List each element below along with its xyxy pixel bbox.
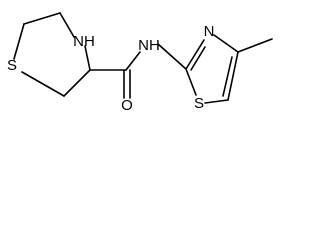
atom-n-thiazole: N: [204, 23, 215, 40]
bond-s1-c2: [13, 23, 25, 60]
bond-c5-s1: [204, 99, 229, 104]
bond-c5-s1: [21, 71, 65, 97]
bond-c2-n3-outer: [185, 39, 205, 70]
chemical-structure-diagram: S NH NH O N S: [7, 12, 273, 114]
bond-c4-c5-inner: [222, 56, 233, 97]
carboxamide-group: [89, 43, 187, 99]
atom-nh-thiazolidine: NH: [73, 33, 95, 50]
atom-s-thiazolidine: S: [7, 57, 17, 74]
atom-s-thiazole: S: [194, 95, 204, 112]
bond-s1-c2: [185, 68, 197, 96]
bond-c4-c5-outer: [227, 51, 239, 101]
bond-c3-n-ring: [59, 12, 75, 38]
bond-n3-c4: [213, 34, 239, 53]
bond-nh-c2-thiazole: [157, 43, 187, 70]
bond-c4-c5: [63, 69, 91, 97]
bond-n-ring-c4: [84, 45, 91, 71]
atom-o-carbonyl: O: [121, 97, 133, 114]
atom-nh-amide: NH: [138, 37, 160, 54]
bond-c2-n3-inner: [190, 46, 206, 71]
thiazolidine-ring: [13, 12, 91, 97]
bond-c4-methyl: [237, 38, 273, 53]
thiazole-ring: [185, 34, 273, 104]
bond-carbonyl-nh: [125, 51, 141, 71]
bond-c2-c3: [23, 12, 61, 25]
